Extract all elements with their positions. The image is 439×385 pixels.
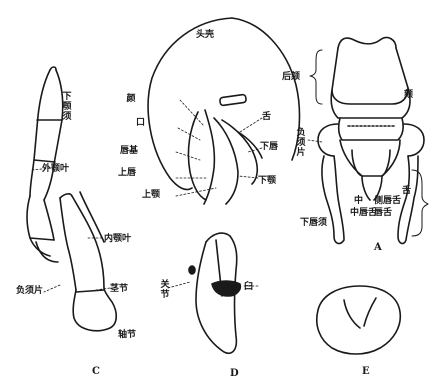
label-condyle: 关节 xyxy=(160,280,170,300)
label-lacinia: 内颚叶 xyxy=(104,234,131,244)
label-paraglossa: 侧唇舌 xyxy=(374,196,401,206)
brace-postmentum xyxy=(310,50,322,104)
label-labial-palp: 下唇须 xyxy=(300,218,327,228)
head-lateral-view xyxy=(148,18,299,204)
panel-letter-d: D xyxy=(230,368,239,379)
label-hypopharynx: 唇基 xyxy=(120,146,138,156)
label-glossa-tongue: 舌 xyxy=(402,186,411,196)
label-palpiger: 负须片 xyxy=(296,128,306,158)
label-maxillary-palp: 下颚须 xyxy=(62,92,72,122)
label-cardo: 轴节 xyxy=(118,330,136,340)
label-maxilla: 下颚 xyxy=(258,176,276,186)
panel-letter-c: C xyxy=(92,366,100,377)
label-mouth: 口 xyxy=(136,118,145,128)
labium-outline-diagram xyxy=(317,286,401,354)
brace-labial-palp xyxy=(412,170,428,236)
label-mentum: 颏 xyxy=(404,90,413,100)
label-glossa: 中唇舌 xyxy=(350,208,377,218)
label-upper-lip: 上唇 xyxy=(118,168,136,178)
label-head-capsule: 头壳 xyxy=(196,30,214,40)
label-mandible: 上颚 xyxy=(142,190,160,200)
label-palpifer: 负须片 xyxy=(16,286,43,296)
label-stipes: 茎节 xyxy=(110,284,128,294)
mandible-diagram xyxy=(168,233,258,353)
label-lower-lip: 下唇 xyxy=(260,142,278,152)
label-tooth: 臼 xyxy=(244,282,253,292)
label-vertex: 颜 xyxy=(126,94,136,104)
label-tongue: 舌 xyxy=(262,112,271,122)
label-postmentum: 后颏 xyxy=(282,72,300,82)
label-glossa-mid: 中 xyxy=(354,196,363,206)
panel-letter-e: E xyxy=(362,366,370,377)
panel-letter-a: A xyxy=(374,242,382,253)
label-galea: 外颚叶 xyxy=(42,164,69,174)
